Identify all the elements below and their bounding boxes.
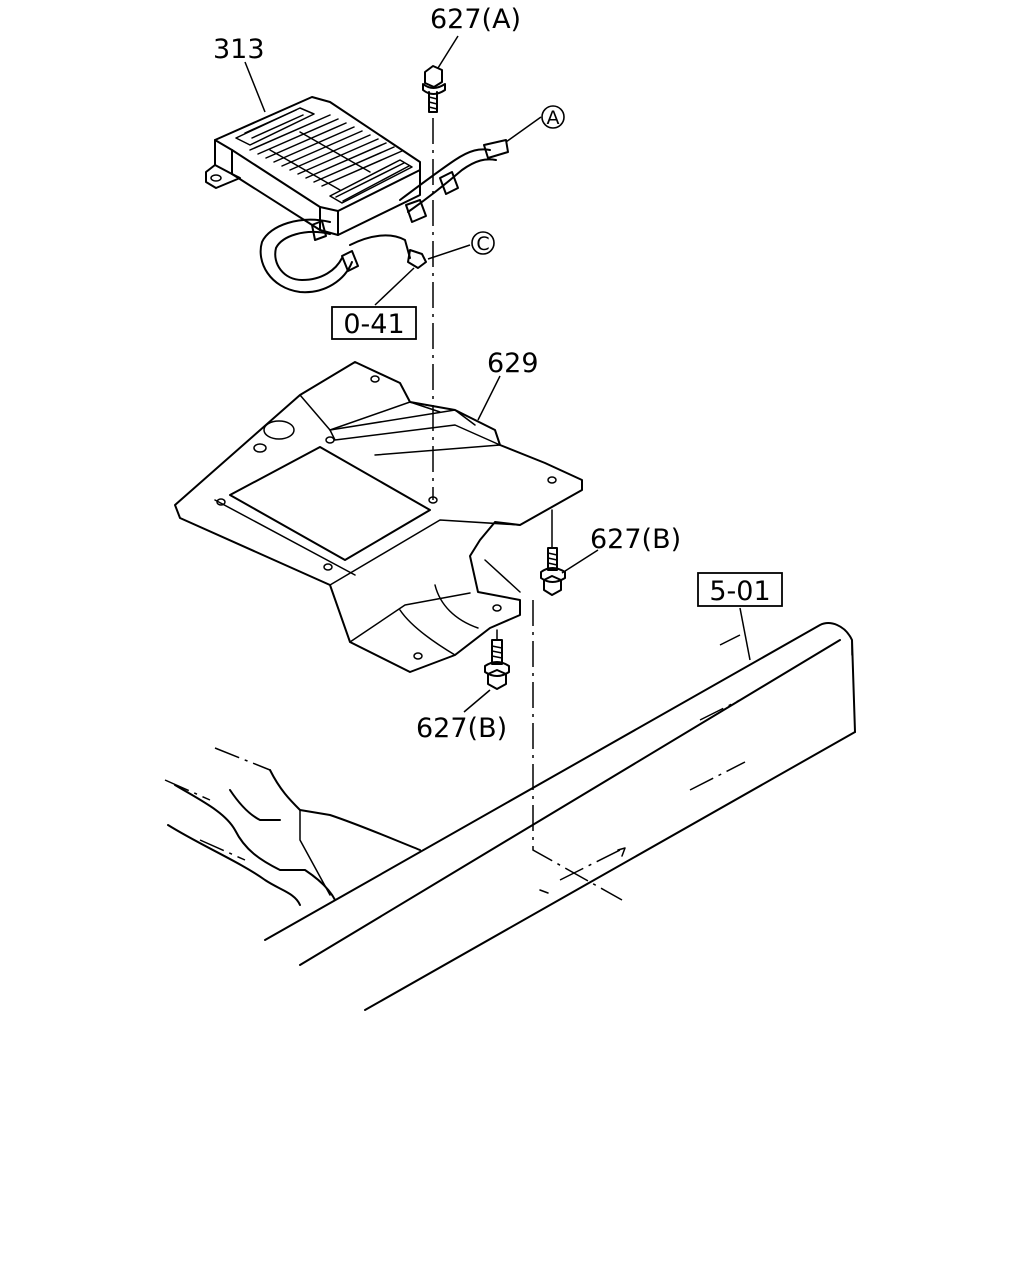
leader-627b-lower: [463, 689, 491, 713]
ref-circle-a-text: A: [547, 107, 560, 129]
label-313: 313: [213, 34, 265, 65]
part-629-bracket: [174, 361, 583, 673]
label-629: 629: [487, 348, 539, 379]
ref-box-5-01-text: 5-01: [709, 576, 770, 607]
leader-627a: [437, 35, 459, 69]
leader-ref-a: [505, 116, 542, 143]
leader-627b-right: [561, 549, 599, 574]
ref-box-0-41-text: 0-41: [343, 309, 404, 340]
leader-313: [244, 61, 266, 113]
ref-box-0-41: 0-41: [331, 306, 417, 340]
ref-circle-a: A: [541, 105, 565, 129]
bolt-627b-right: [540, 509, 566, 596]
label-627b-lower: 627(B): [416, 713, 507, 744]
part-313-cooler: [205, 96, 509, 294]
bolt-627b-lower: [484, 629, 510, 690]
ref-box-5-01: 5-01: [697, 572, 783, 607]
frame-rail: [164, 622, 856, 1011]
leader-629: [477, 375, 501, 421]
leader-5-01: [739, 607, 751, 661]
leader-ref-c: [427, 244, 471, 260]
ref-circle-c: C: [471, 231, 495, 255]
label-627b-right: 627(B): [590, 524, 681, 555]
centerline-bolt-b: [532, 600, 623, 901]
leader-0-41: [374, 267, 415, 306]
label-627a: 627(A): [430, 4, 521, 35]
bracket-slot: [263, 420, 295, 440]
ref-circle-c-text: C: [476, 233, 489, 255]
bolt-627a: [422, 65, 446, 113]
